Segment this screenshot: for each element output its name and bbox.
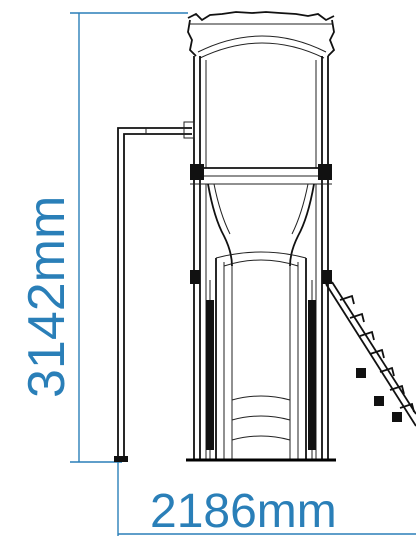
climbing-ladder xyxy=(325,281,416,427)
platform-deck xyxy=(190,164,332,185)
width-dimension-label: 2186mm xyxy=(150,485,337,538)
tower-posts xyxy=(193,56,329,460)
width-dimension-lines xyxy=(117,462,416,536)
slide-chute xyxy=(207,183,315,460)
height-dimension-lines xyxy=(70,12,188,463)
side-handrail xyxy=(114,121,195,462)
tower-roof xyxy=(187,11,336,59)
lower-frame xyxy=(186,184,336,462)
height-dimension-label: 3142mm xyxy=(18,196,76,398)
